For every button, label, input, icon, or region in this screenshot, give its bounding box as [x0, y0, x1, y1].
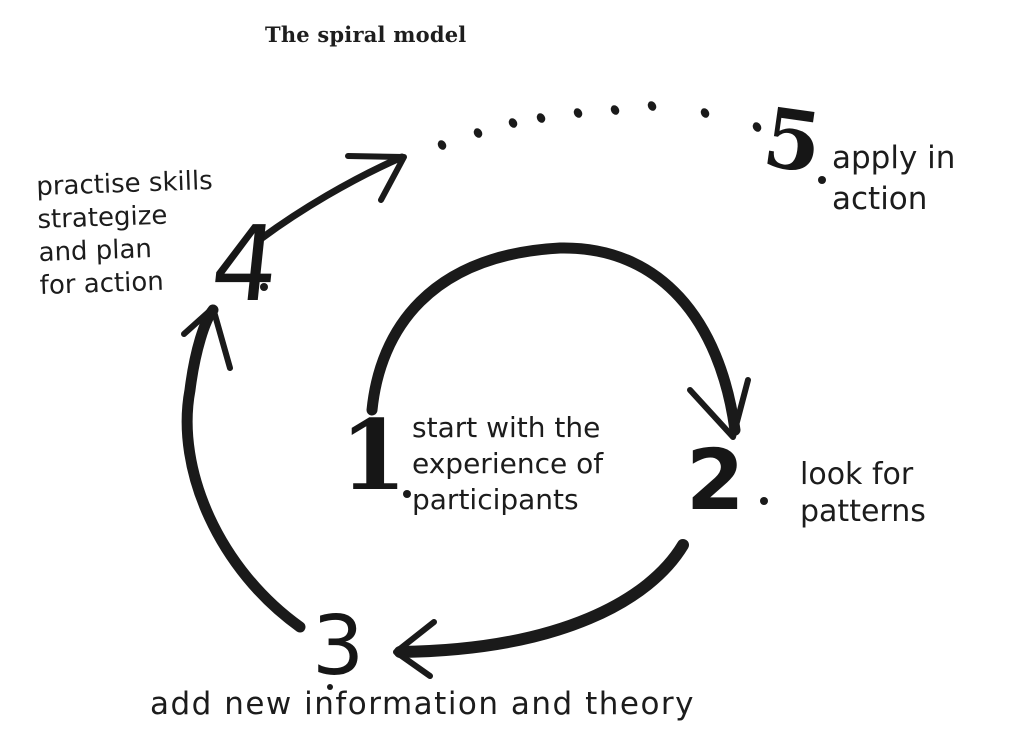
step-4-number: 4 [205, 203, 285, 325]
path-dot [536, 113, 546, 123]
path-dot [473, 128, 483, 138]
arrowhead-3-to-4 [181, 305, 233, 371]
step-1-number: 1 [340, 399, 407, 512]
path-dot [700, 108, 710, 118]
path-dot [437, 140, 447, 150]
step-4-label: practise skills strategize and plan for … [35, 165, 214, 302]
dotted-path-to-5 [437, 101, 762, 150]
arrowhead-2-to-3 [393, 619, 437, 679]
arrow-1-to-2 [366, 242, 741, 436]
arrow-3-to-4 [181, 304, 306, 633]
step-4-dot [260, 283, 268, 291]
arrowhead-1-to-2 [687, 377, 751, 440]
step-1-dot [403, 490, 411, 498]
step-2-dot [760, 497, 768, 505]
path-dot [752, 122, 762, 132]
path-dot [573, 108, 583, 118]
path-dot [647, 101, 657, 111]
path-dot [508, 118, 518, 128]
step-3-label: add new information and theory [150, 686, 696, 722]
arrowhead-4-to-spiral [345, 153, 407, 203]
step-3-number: 3 [312, 599, 365, 694]
step-3-dot [327, 684, 333, 690]
step-5-number: 5 [757, 89, 828, 193]
path-dot [610, 105, 620, 115]
arrow-2-to-3 [394, 539, 689, 658]
step-1-label: start with the experience of participant… [412, 411, 604, 516]
step-2-number: 2 [686, 431, 745, 529]
step-2-label: look for patterns [800, 457, 926, 529]
diagram-title: The spiral model [265, 22, 467, 47]
step-5-dot [818, 176, 826, 184]
arrow-4-to-spiral [258, 153, 406, 242]
step-5-label: apply in action [832, 140, 956, 217]
